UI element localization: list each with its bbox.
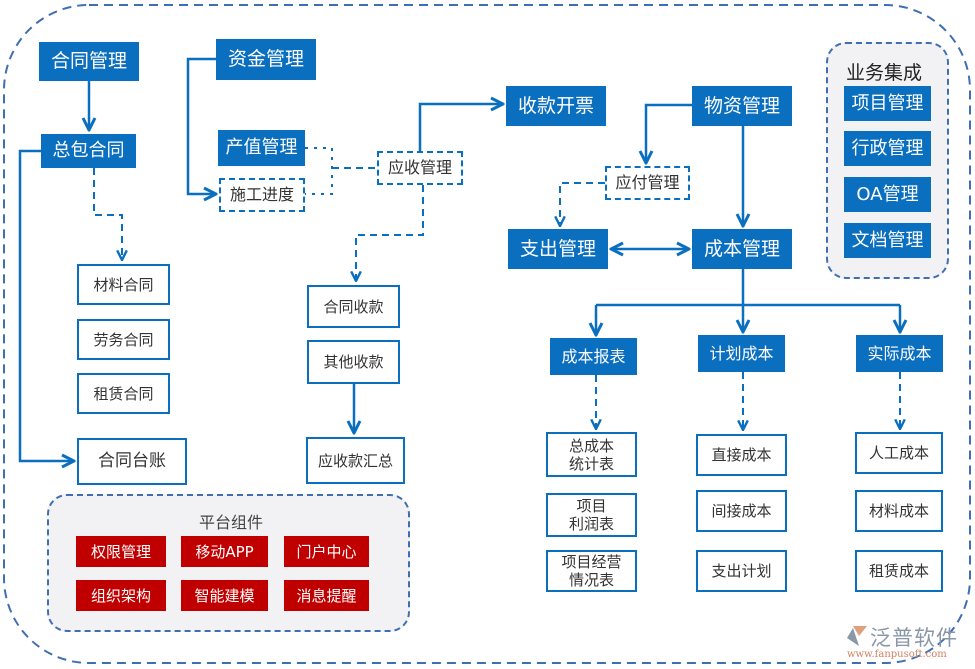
planned-cost-item[interactable]: 直接成本 <box>696 434 787 476</box>
integration-title: 业务集成 <box>846 62 923 84</box>
funds-management[interactable]: 资金管理 <box>216 39 316 80</box>
logo-name: 泛普软件 <box>870 626 958 650</box>
receivable-management[interactable]: 应收管理 <box>377 151 463 185</box>
payable-management[interactable]: 应付管理 <box>605 166 690 200</box>
actual-cost-item[interactable]: 租赁成本 <box>855 550 943 592</box>
link-receivable-invoice <box>418 104 503 151</box>
integration-item[interactable]: 行政管理 <box>844 131 931 166</box>
link-funds-progress <box>186 57 216 194</box>
integration-item[interactable]: 项目管理 <box>844 86 931 121</box>
cost-report-item[interactable]: 项目经营 情况表 <box>546 550 637 592</box>
platform-item[interactable]: 消息提醒 <box>284 580 369 611</box>
link-general-subs <box>93 168 122 260</box>
expense-management[interactable]: 支出管理 <box>508 229 608 269</box>
contract-ledger[interactable]: 合同台账 <box>77 438 187 485</box>
logo-url: www.fanpusoft.com <box>847 649 947 660</box>
link-receivable-receipt <box>356 185 424 281</box>
cost-report[interactable]: 成本报表 <box>550 338 637 375</box>
planned-cost[interactable]: 计划成本 <box>698 335 785 372</box>
construction-progress[interactable]: 施工进度 <box>219 178 305 212</box>
labor-contract[interactable]: 劳务合同 <box>77 319 170 360</box>
logo-icon <box>847 626 867 646</box>
planned-cost-item[interactable]: 支出计划 <box>696 550 787 592</box>
cost-report-item[interactable]: 总成本 统计表 <box>546 432 637 477</box>
actual-cost-item[interactable]: 人工成本 <box>855 432 943 474</box>
lease-contract[interactable]: 租赁合同 <box>77 373 170 414</box>
link-materials-payable <box>646 103 692 163</box>
materials-management[interactable]: 物资管理 <box>692 86 792 126</box>
other-receipt[interactable]: 其他收款 <box>307 340 400 384</box>
cost-management[interactable]: 成本管理 <box>692 229 792 269</box>
actual-cost-item[interactable]: 材料成本 <box>855 490 943 532</box>
outer-boundary <box>3 4 971 664</box>
planned-cost-item[interactable]: 间接成本 <box>696 490 787 532</box>
platform-item[interactable]: 门户中心 <box>284 536 369 567</box>
invoice-receipt[interactable]: 收款开票 <box>506 86 606 126</box>
platform-item[interactable]: 权限管理 <box>76 536 166 567</box>
contract-receipt[interactable]: 合同收款 <box>307 285 400 328</box>
material-contract[interactable]: 材料合同 <box>77 264 170 305</box>
platform-item[interactable]: 智能建模 <box>181 580 268 611</box>
integration-item[interactable]: OA管理 <box>844 177 931 212</box>
receivable-summary[interactable]: 应收款汇总 <box>306 437 405 484</box>
link-cost-tree <box>596 269 900 307</box>
fanpu-logo: 泛普软件 www.fanpusoft.com <box>845 622 970 662</box>
platform-item[interactable]: 组织架构 <box>76 580 166 611</box>
actual-cost[interactable]: 实际成本 <box>856 335 943 372</box>
link-general-ledger <box>18 149 74 461</box>
platform-title: 平台组件 <box>199 513 264 532</box>
general-contract[interactable]: 总包合同 <box>41 134 136 168</box>
output-value-management[interactable]: 产值管理 <box>218 130 305 166</box>
contract-management[interactable]: 合同管理 <box>39 42 139 81</box>
cost-report-item[interactable]: 项目 利润表 <box>546 493 637 537</box>
integration-item[interactable]: 文档管理 <box>844 223 931 258</box>
platform-item[interactable]: 移动APP <box>181 536 268 567</box>
link-payable-expense <box>560 182 605 226</box>
